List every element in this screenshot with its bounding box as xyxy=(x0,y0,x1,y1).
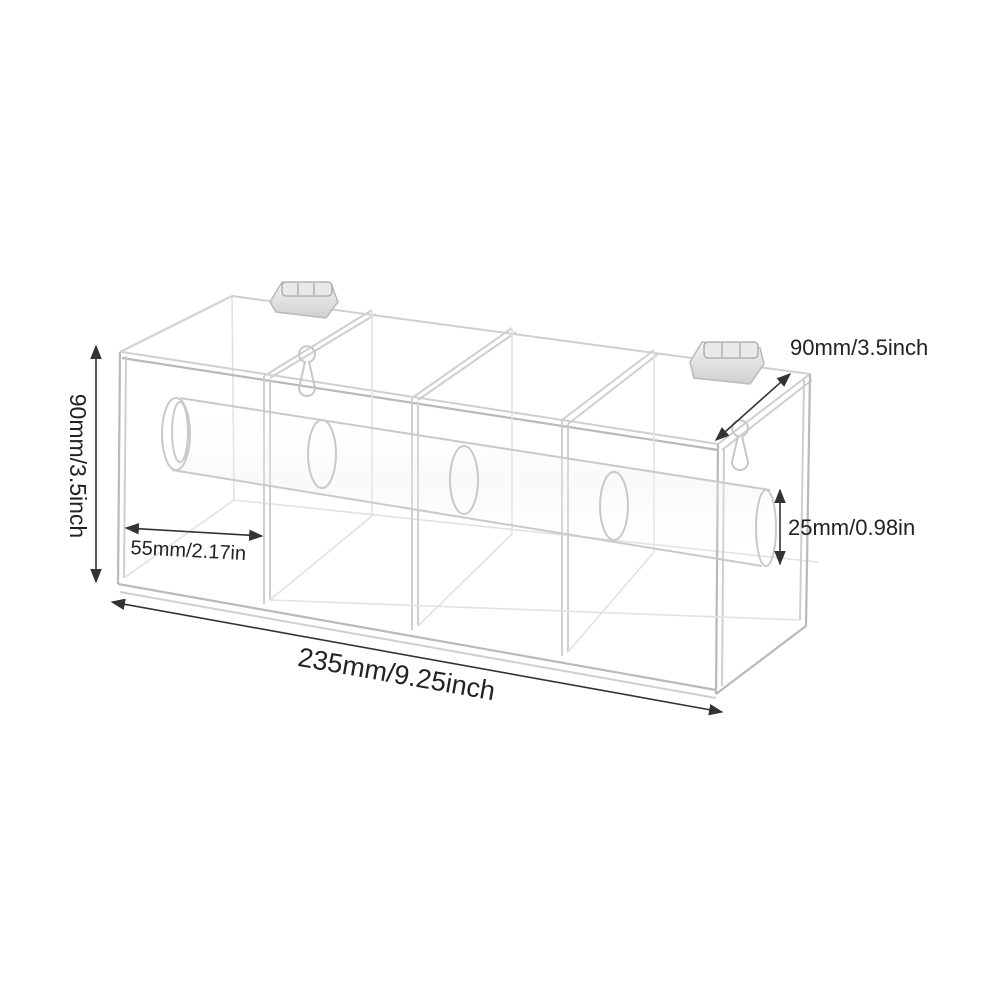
tube-diameter-dimension: 25mm/0.98in xyxy=(774,488,915,566)
length-arrow xyxy=(110,598,724,716)
right-side-panel xyxy=(715,373,812,695)
tube-diameter-label: 25mm/0.98in xyxy=(788,515,915,540)
height-dimension: 90mm/3.5inch xyxy=(65,344,102,584)
tube-opening-3 xyxy=(599,471,629,541)
depth-arrow xyxy=(714,373,792,441)
tube-end-left xyxy=(161,397,191,471)
hinge-icon xyxy=(269,281,339,319)
depth-dimension: 90mm/3.5inch xyxy=(714,335,928,441)
compartment-width-arrow xyxy=(124,523,264,541)
length-label: 235mm/9.25inch xyxy=(296,642,498,706)
hinge-icon xyxy=(689,341,765,385)
depth-label: 90mm/3.5inch xyxy=(790,335,928,360)
height-label: 90mm/3.5inch xyxy=(65,394,91,538)
tube-opening-2 xyxy=(449,445,479,515)
compartment-width-dimension: 55mm/2.17in xyxy=(124,523,264,565)
dispenser-tube xyxy=(161,397,777,567)
tube-opening-1 xyxy=(307,419,337,489)
keyhole-icon xyxy=(297,345,317,397)
